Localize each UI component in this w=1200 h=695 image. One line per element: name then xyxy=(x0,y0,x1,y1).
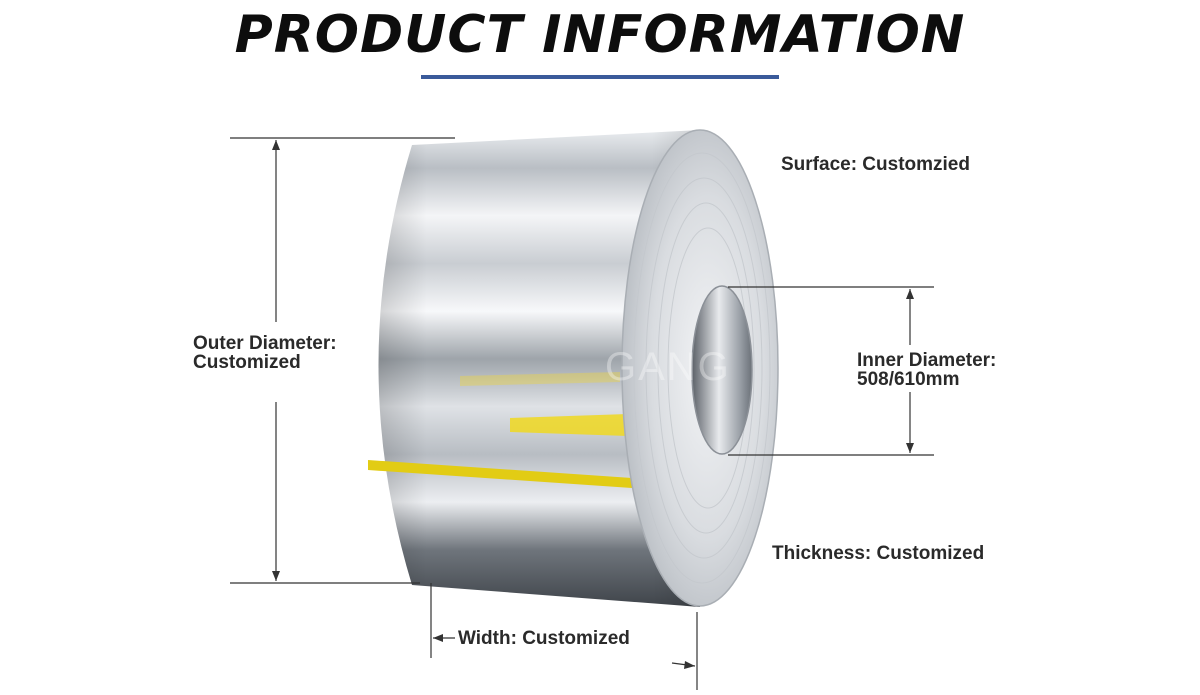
yellow-reflection-faint xyxy=(460,372,620,386)
surface-label: Surface: Customzied xyxy=(781,154,970,175)
coil-body-shade xyxy=(378,130,700,607)
yellow-reflection xyxy=(510,414,628,436)
dimension-arrows xyxy=(272,140,914,669)
coil-inner-hole xyxy=(691,285,753,455)
yellow-stripe xyxy=(368,460,632,488)
page-title: PRODUCT INFORMATION xyxy=(234,5,966,65)
thickness-label: Thickness: Customized xyxy=(772,543,985,564)
title-underline xyxy=(421,75,779,79)
dimension-lines xyxy=(230,137,934,690)
coil-layer-rings xyxy=(633,152,771,584)
inner-diameter-label: Inner Diameter: 508/610mm xyxy=(857,350,997,390)
watermark-text: GANG xyxy=(605,345,731,389)
outer-diameter-label: Outer Diameter: Customized xyxy=(193,333,337,373)
width-label: Width: Customized xyxy=(458,628,630,649)
